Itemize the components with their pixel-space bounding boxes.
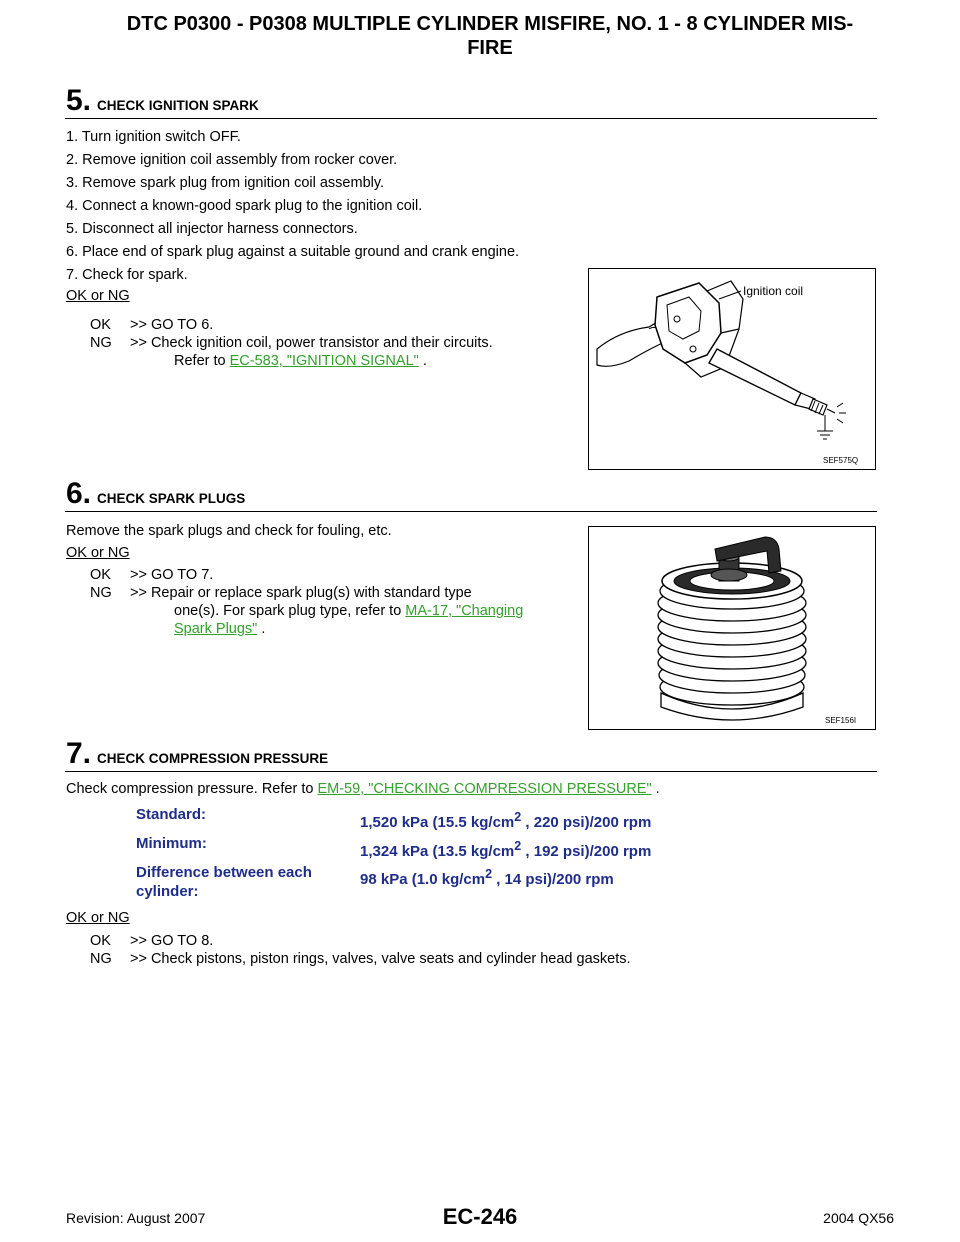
spec-value-minimum-pre: 1,324 kPa (13.5 kg/cm [360,843,515,860]
compression-text: Check compression pressure. Refer to [66,781,318,797]
ignition-coil-label: Ignition coil [743,284,803,298]
title-line-1: DTC P0300 - P0308 MULTIPLE CYLINDER MISF… [126,13,854,35]
step-2: 2. Remove ignition coil assembly from ro… [66,152,398,168]
ng-line-2: one(s). For spark plug type, refer to [174,603,406,619]
title-line-2: FIRE [467,37,513,59]
ng-tail: . [418,353,427,369]
spec-value-difference: 98 kPa (1.0 kg/cm2 , 14 psi)/200 rpm [360,865,880,889]
spec-value-standard: 1,520 kPa (15.5 kg/cm2 , 220 psi)/200 rp… [360,808,880,832]
spec-value-minimum: 1,324 kPa (13.5 kg/cm2 , 192 psi)/200 rp… [360,837,880,861]
ng-tail: . [257,621,266,637]
ignition-coil-figure: Ignition coil SEF575Q [588,268,876,470]
section-7-okng: OK or NG [66,910,130,926]
section-5-number: 5. [66,84,92,117]
ng-text: >> Check ignition coil, power transistor… [130,335,493,351]
section-6-heading: 6. CHECK SPARK PLUGS [66,477,245,511]
spec-label-difference-line-2: cylinder: [136,883,199,900]
section-6-okng: OK or NG [66,545,130,561]
spec-label-minimum: Minimum: [136,835,207,852]
section-6-rule [65,511,877,512]
spec-value-minimum-sup: 2 [514,839,522,853]
step-7: 7. Check for spark. [66,267,188,283]
figure-caption-sef156i: SEF156I [825,716,856,725]
section-6-number: 6. [66,477,92,510]
ng-label: NG [90,585,112,601]
spec-value-difference-pre: 98 kPa (1.0 kg/cm [360,871,486,888]
ok-text: >> GO TO 8. [130,933,214,949]
ng-refer: Refer to [174,353,230,369]
section-5-steps: 1. Turn ignition switch OFF. 2. Remove i… [66,128,519,289]
section-7-title: CHECK COMPRESSION PRESSURE [97,751,329,766]
spark-plug-figure: SEF156I [588,526,876,730]
section-6-title: CHECK SPARK PLUGS [97,491,246,506]
ok-label: OK [90,567,111,583]
spec-value-standard-pre: 1,520 kPa (15.5 kg/cm [360,814,515,831]
ok-label: OK [90,933,111,949]
spec-label-standard: Standard: [136,806,207,823]
section-7-heading: 7. CHECK COMPRESSION PRESSURE [66,737,328,771]
spark-plug-illustration: SEF156I [657,536,856,725]
changing-spark-plugs-link-2[interactable]: Spark Plugs" [174,621,258,637]
page-title: DTC P0300 - P0308 MULTIPLE CYLINDER MISF… [60,12,920,60]
section-7-answers: OK >> GO TO 8. NG >> Check pistons, piston… [90,932,890,968]
ignition-signal-link[interactable]: EC-583, "IGNITION SIGNAL" [229,353,419,369]
ng-label: NG [90,335,112,351]
step-6: 6. Place end of spark plug against a sui… [66,244,520,260]
step-1: 1. Turn ignition switch OFF. [66,129,241,145]
checking-compression-link[interactable]: EM-59, "CHECKING COMPRESSION PRESSURE" [317,781,652,797]
spec-value-difference-sup: 2 [485,867,493,881]
section-5-answers: OK >> GO TO 6. NG >> Check ignition coil, … [90,316,580,370]
section-7-text: Check compression pressure. Refer to EM-… [66,780,660,798]
ok-text: >> GO TO 6. [130,317,214,333]
ok-text: >> GO TO 7. [130,567,214,583]
footer-page-number: EC-246 [442,1204,518,1229]
ng-text: >> Repair or replace spark plug(s) with … [130,585,472,601]
ignition-coil-illustration: Ignition coil SEF575Q [596,280,858,465]
footer-model: 2004 QX56 [823,1210,894,1226]
section-6-text: Remove the spark plugs and check for fou… [66,523,392,539]
section-5-heading: 5. CHECK IGNITION SPARK [66,84,259,118]
section-5-rule [65,118,877,119]
figure-caption-sef575q: SEF575Q [823,456,858,465]
spec-label-difference-line-1: Difference between each [136,864,312,881]
step-4: 4. Connect a known-good spark plug to th… [66,198,423,214]
footer-revision: Revision: August 2007 [66,1210,206,1226]
spec-value-minimum-post: , 192 psi)/200 rpm [521,843,652,860]
spec-value-difference-post: , 14 psi)/200 rpm [492,871,614,888]
step-5: 5. Disconnect all injector harness conne… [66,221,358,237]
step-3: 3. Remove spark plug from ignition coil … [66,175,385,191]
section-5-title: CHECK IGNITION SPARK [97,98,259,113]
section-7-rule [65,771,877,772]
ok-label: OK [90,317,111,333]
section-5-okng: OK or NG [66,288,130,304]
ng-label: NG [90,951,112,967]
spec-label-difference: Difference between each cylinder: [136,863,356,901]
spec-value-standard-sup: 2 [514,810,522,824]
compression-tail: . [651,781,660,797]
section-7-number: 7. [66,737,92,770]
section-6-answers: OK >> GO TO 7. NG >> Repair or replace spa… [90,566,580,638]
ng-text: >> Check pistons, piston rings, valves, … [130,951,631,967]
spec-value-standard-post: , 220 psi)/200 rpm [521,814,652,831]
changing-spark-plugs-link-1[interactable]: MA-17, "Changing [405,603,524,619]
